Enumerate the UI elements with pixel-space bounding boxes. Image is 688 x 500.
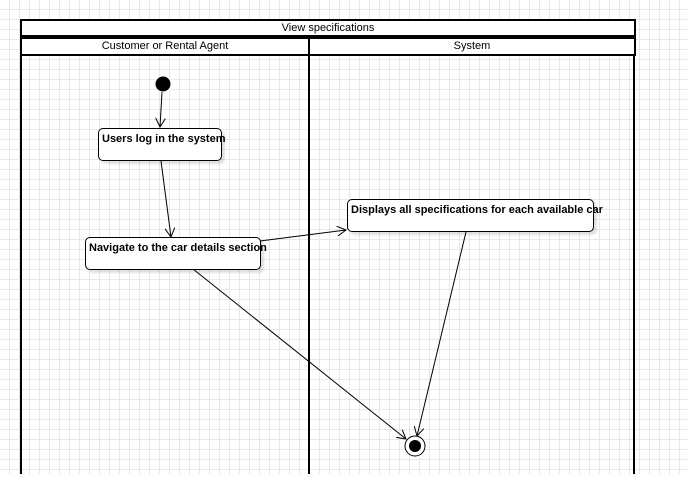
canvas-bottom-margin (0, 474, 688, 500)
swimlane-frame (20, 19, 635, 479)
action-login[interactable]: Users log in the system (98, 128, 226, 161)
action-navigate-car-details[interactable]: Navigate to the car details section (85, 237, 267, 270)
action-display-specifications[interactable]: Displays all specifications for each ava… (347, 199, 603, 232)
lane-header-system: System (308, 37, 636, 56)
diagram-title: View specifications (20, 19, 636, 37)
lane-header-customer: Customer or Rental Agent (20, 37, 310, 56)
lane-divider (308, 37, 310, 477)
